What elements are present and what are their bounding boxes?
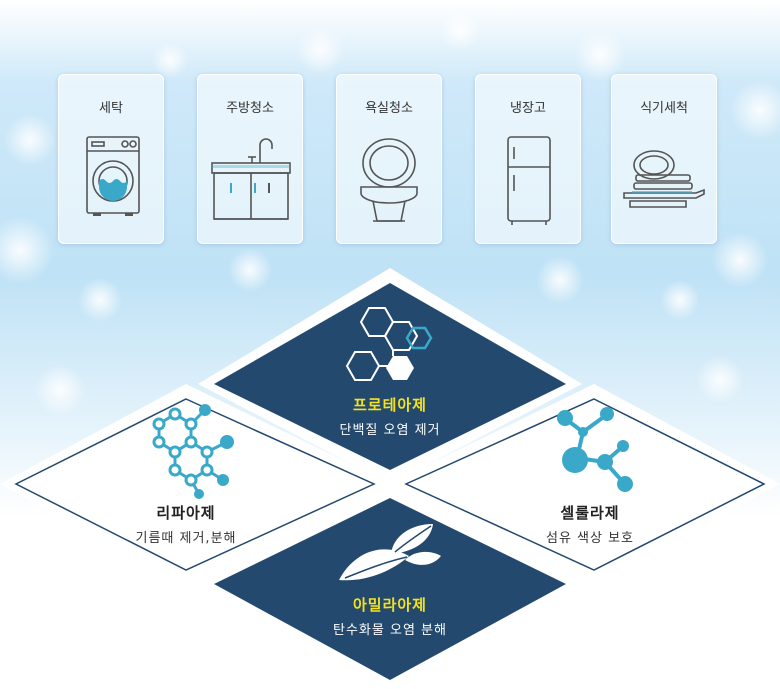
card-label: 식기세척 [640, 101, 688, 116]
enzyme-description: 단백질 오염 제거 [339, 423, 441, 438]
card-label: 주방청소 [226, 101, 274, 116]
hexagon-molecule-icon [345, 307, 433, 381]
enzyme-description: 섬유 색상 보호 [545, 531, 635, 546]
card-refrigerator: 냉장고 [475, 74, 581, 244]
dishes-icon [622, 135, 706, 231]
enzyme-cellulase: 셀룰라제 섬유 색상 보호 [480, 402, 700, 546]
card-label: 냉장고 [510, 101, 546, 116]
enzyme-name: 리파아제 [156, 504, 216, 522]
enzyme-amylase: 아밀라아제 탄수화물 오염 분해 [280, 520, 500, 638]
enzyme-name: 셀룰라제 [560, 504, 620, 522]
card-kitchen: 주방청소 [197, 74, 303, 244]
card-label: 욕실청소 [365, 101, 413, 116]
branched-molecule-icon [557, 407, 633, 492]
enzyme-protease: 프로테아제 단백질 오염 제거 [280, 300, 500, 438]
leaves-icon [339, 524, 441, 581]
card-bathroom: 욕실청소 [336, 74, 442, 244]
enzyme-description: 기름때 제거,분해 [135, 531, 237, 546]
kitchen-sink-icon [208, 135, 292, 231]
card-dishes: 식기세척 [611, 74, 717, 244]
enzyme-description: 탄수화물 오염 분해 [333, 623, 447, 638]
card-laundry: 세탁 [58, 74, 164, 244]
enzyme-lipase: 리파아제 기름때 제거,분해 [76, 400, 296, 546]
refrigerator-icon [486, 135, 570, 231]
card-label: 세탁 [99, 101, 123, 116]
enzyme-name: 아밀라아제 [352, 596, 427, 614]
enzyme-name: 프로테아제 [352, 396, 427, 414]
toilet-icon [347, 135, 431, 231]
hexagon-lattice-molecule-icon [152, 404, 234, 499]
washing-machine-icon [69, 135, 153, 231]
